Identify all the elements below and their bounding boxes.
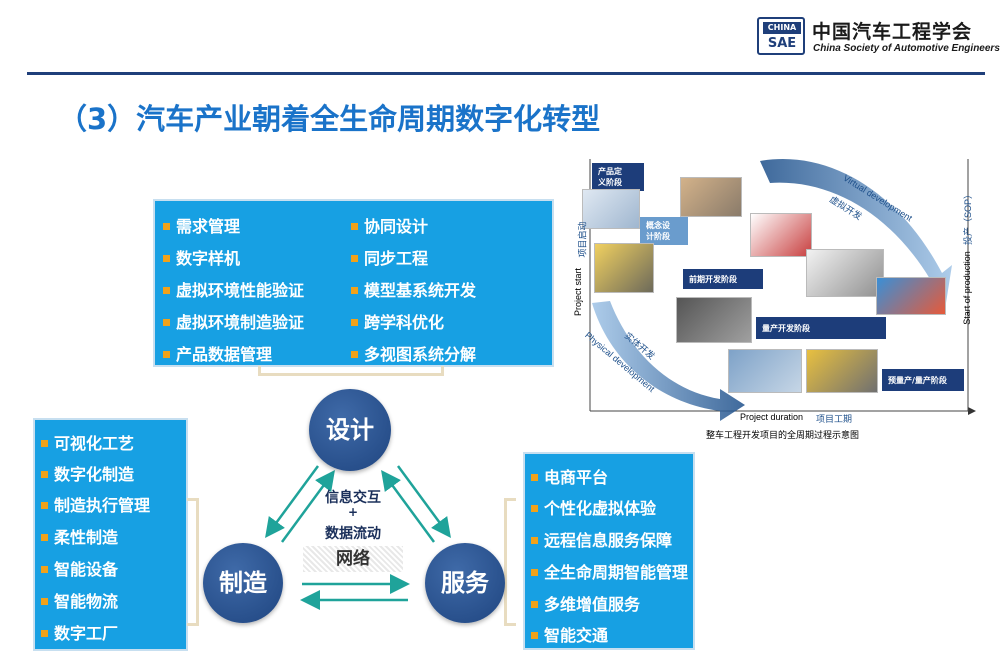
phase-pre-production: 预量产/量产阶段: [882, 369, 964, 391]
data-flow-label: 数据流动: [325, 526, 381, 542]
service-item: 远程信息服务保障: [531, 527, 672, 551]
service-node: 服务: [425, 543, 505, 623]
service-item: 智能交通: [531, 622, 608, 646]
photo-cae-model: [876, 277, 946, 315]
design-item: 数字样机: [163, 245, 240, 269]
service-item: 全生命周期智能管理: [531, 559, 688, 583]
manufacturing-item: 制造执行管理: [41, 492, 150, 516]
design-panel: 需求管理 数字样机 虚拟环境性能验证 虚拟环境制造验证 产品数据管理 协同设计 …: [153, 199, 554, 367]
network-label: 网络: [303, 546, 403, 572]
manufacturing-item: 柔性制造: [41, 524, 118, 548]
photo-crash-test: [806, 349, 878, 393]
service-item: 电商平台: [531, 464, 608, 488]
photo-prototype-interior: [676, 297, 752, 343]
design-item: 虚拟环境制造验证: [163, 309, 304, 333]
org-name-cn: 中国汽车工程学会: [812, 21, 973, 43]
diagram-caption: 整车工程开发项目的全周期过程示意图: [706, 431, 860, 441]
arrow-design-to-mfg: [265, 465, 320, 539]
design-item: 跨学科优化: [351, 309, 444, 333]
design-node: 设计: [309, 389, 391, 471]
design-item: 产品数据管理: [163, 341, 272, 365]
logo-bottom-text: SAE: [767, 36, 797, 51]
manufacturing-item: 可视化工艺: [41, 430, 134, 454]
photo-factory-line: [728, 349, 802, 393]
manufacturing-item: 数字工厂: [41, 620, 118, 644]
header-divider: [27, 72, 985, 75]
manufacturing-node: 制造: [203, 543, 283, 623]
right-axis-label-en: Start of production: [961, 251, 972, 325]
service-item: 多维增值服务: [531, 591, 640, 615]
photo-workstation: [680, 177, 742, 217]
manufacturing-panel: 可视化工艺 数字化制造 制造执行管理 柔性制造 智能设备 智能物流 数字工厂: [33, 418, 188, 651]
arrow-mfg-to-design: [280, 469, 335, 543]
service-panel: 电商平台 个性化虚拟体验 远程信息服务保障 全生命周期智能管理 多维增值服务 智…: [523, 452, 695, 650]
org-name-en: China Society of Automotive Engineers: [813, 43, 1000, 54]
info-exchange-label: 信息交互: [325, 490, 381, 506]
manufacturing-item: 数字化制造: [41, 461, 134, 485]
phase-concept-design-label: 概念设计阶段: [646, 221, 670, 241]
service-item: 个性化虚拟体验: [531, 495, 656, 519]
photo-car-sketch: [582, 189, 640, 229]
x-axis-label-cn: 项目工期: [816, 414, 853, 424]
arrow-service-to-design: [381, 469, 436, 543]
plus-sign: +: [347, 505, 359, 519]
design-item: 协同设计: [351, 213, 428, 237]
logo-top-text: CHINA: [763, 22, 801, 34]
design-node-label: 设计: [326, 416, 374, 444]
phase-concept-design: 概念设计阶段: [640, 217, 688, 245]
service-bracket: [504, 498, 516, 626]
design-item: 同步工程: [351, 245, 428, 269]
china-sae-logo: CHINA SAE: [757, 17, 805, 55]
design-item: 多视图系统分解: [351, 341, 476, 365]
design-item: 需求管理: [163, 213, 240, 237]
design-item: 虚拟环境性能验证: [163, 277, 304, 301]
slide-title: （3）汽车产业朝着全生命周期数字化转型: [58, 102, 601, 136]
manufacturing-item: 智能物流: [41, 588, 118, 612]
physical-dev-arrow: [592, 301, 745, 421]
lifecycle-diagram: 产品定义阶段 概念设计阶段 前期开发阶段 量产开发阶段 预量产/量产阶段 Pro…: [570, 153, 985, 443]
right-axis-label-cn: 投产（SOP）: [963, 189, 974, 246]
arrow-design-to-service: [396, 465, 451, 539]
photo-interior-cad: [750, 213, 812, 257]
phase-product-definition-label: 产品定义阶段: [598, 167, 622, 187]
phase-early-development: 前期开发阶段: [683, 269, 763, 289]
photo-concept-model: [594, 243, 654, 293]
manufacturing-item: 智能设备: [41, 556, 118, 580]
y-axis-label-cn: 项目启动: [577, 221, 588, 258]
phase-product-definition: 产品定义阶段: [592, 163, 644, 191]
manufacturing-node-label: 制造: [219, 569, 267, 597]
phase-mass-production-development: 量产开发阶段: [756, 317, 886, 339]
y-axis-label-en: Project start: [573, 267, 584, 317]
design-item: 模型基系统开发: [351, 277, 476, 301]
photo-body-frame: [806, 249, 884, 297]
design-bracket: [258, 366, 444, 376]
x-axis-label-en: Project duration: [740, 412, 804, 422]
service-node-label: 服务: [441, 569, 489, 597]
manufacturing-bracket: [187, 498, 199, 626]
